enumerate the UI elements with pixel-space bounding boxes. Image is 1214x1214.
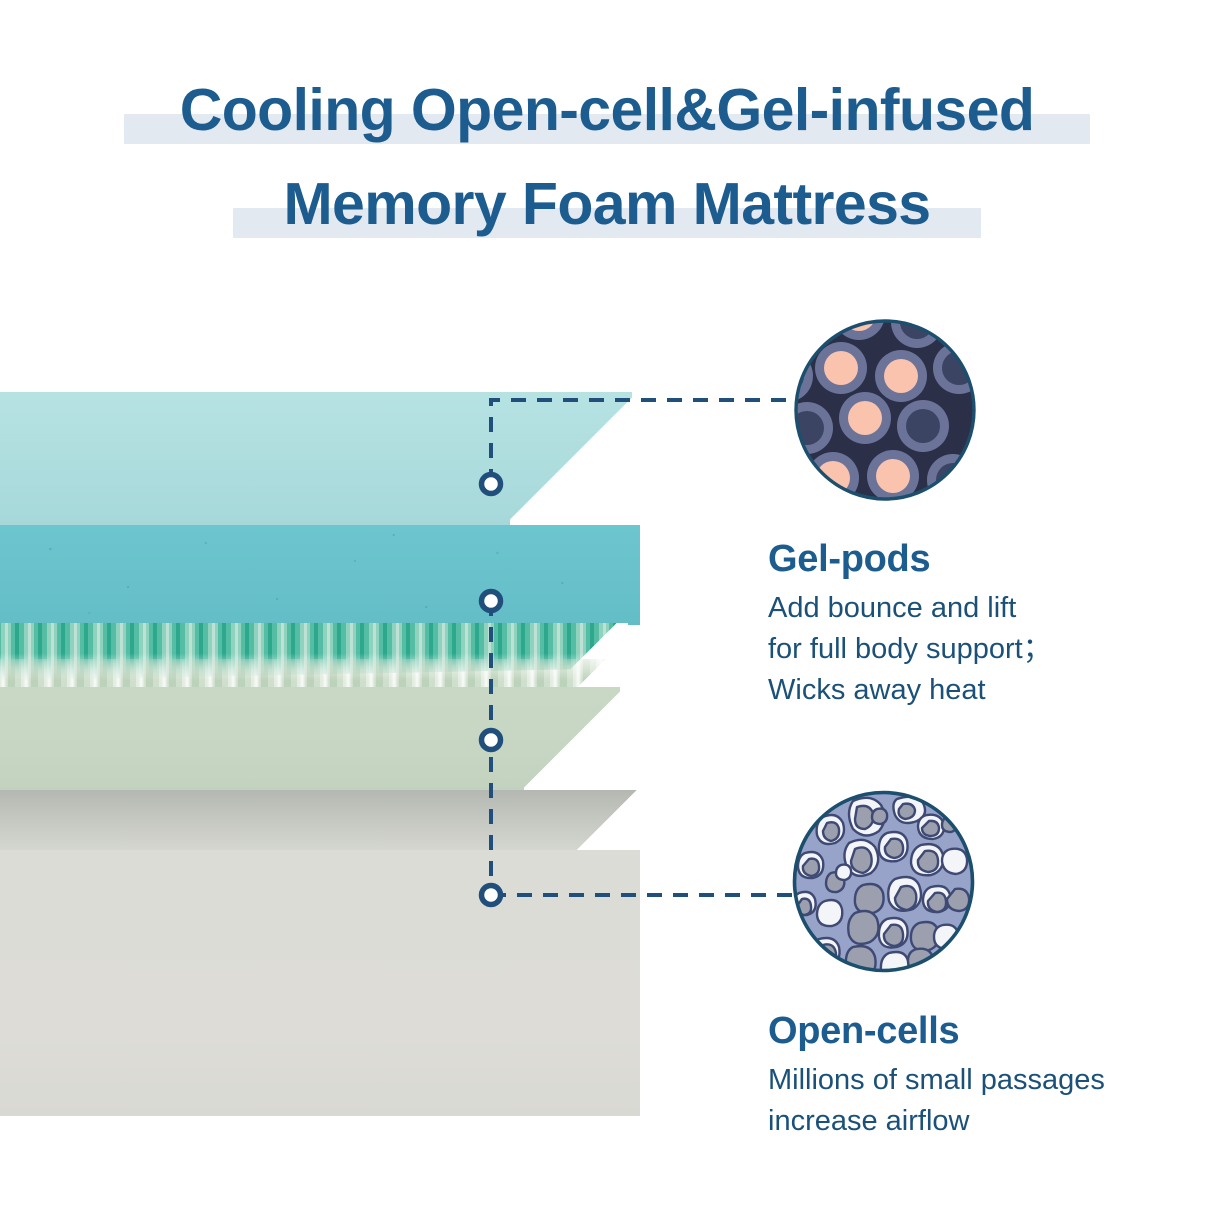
- convoluted-foam-front: [0, 687, 620, 793]
- layer-bevel: [524, 687, 620, 793]
- cooling-gel-memory-foam-layer-top: [0, 392, 632, 526]
- title-line-2: Memory Foam Mattress: [0, 168, 1214, 240]
- callout-open-cells: Open-cells Millions of small passages in…: [768, 1008, 1188, 1142]
- callout-open-cells-line-1: Millions of small passages: [768, 1064, 1105, 1096]
- high-density-base-foam-layer-front: [0, 850, 640, 1116]
- mattress-layer-illustration: [0, 392, 700, 1117]
- title-line-2-text: Memory Foam Mattress: [283, 171, 931, 237]
- convoluted-open-cell-foam-layer: [0, 623, 628, 793]
- callout-gel-pods: Gel-pods Add bounce and lift for full bo…: [768, 536, 1188, 711]
- page-title: Cooling Open-cell&Gel-infused Memory Foa…: [0, 74, 1214, 240]
- foam-texture: [0, 525, 640, 625]
- title-highlight-bar-1: [124, 114, 1090, 144]
- layer-bevel: [568, 790, 644, 852]
- layer-bevel: [510, 392, 632, 526]
- title-highlight-bar-2: [233, 208, 981, 238]
- callout-gel-pods-body: Add bounce and lift for full body suppor…: [768, 588, 1188, 711]
- title-line-1: Cooling Open-cell&Gel-infused: [0, 74, 1214, 146]
- callout-gel-pods-line-3: Wicks away heat: [768, 674, 986, 706]
- gel-pods-cross-section-icon: [794, 319, 976, 501]
- callout-open-cells-heading: Open-cells: [768, 1010, 960, 1052]
- open-cells-cross-section-icon: [792, 790, 975, 973]
- callout-open-cells-body: Millions of small passages increase airf…: [768, 1060, 1188, 1142]
- callout-gel-pods-heading: Gel-pods: [768, 538, 931, 580]
- cooling-gel-memory-foam-layer-front: [0, 525, 640, 625]
- callout-gel-pods-line-1: Add bounce and lift: [768, 592, 1017, 624]
- high-density-base-foam-layer-top: [0, 790, 644, 852]
- title-line-1-text: Cooling Open-cell&Gel-infused: [179, 77, 1035, 143]
- callout-gel-pods-line-2: for full body support；: [768, 633, 1052, 665]
- callout-open-cells-line-2: increase airflow: [768, 1105, 970, 1137]
